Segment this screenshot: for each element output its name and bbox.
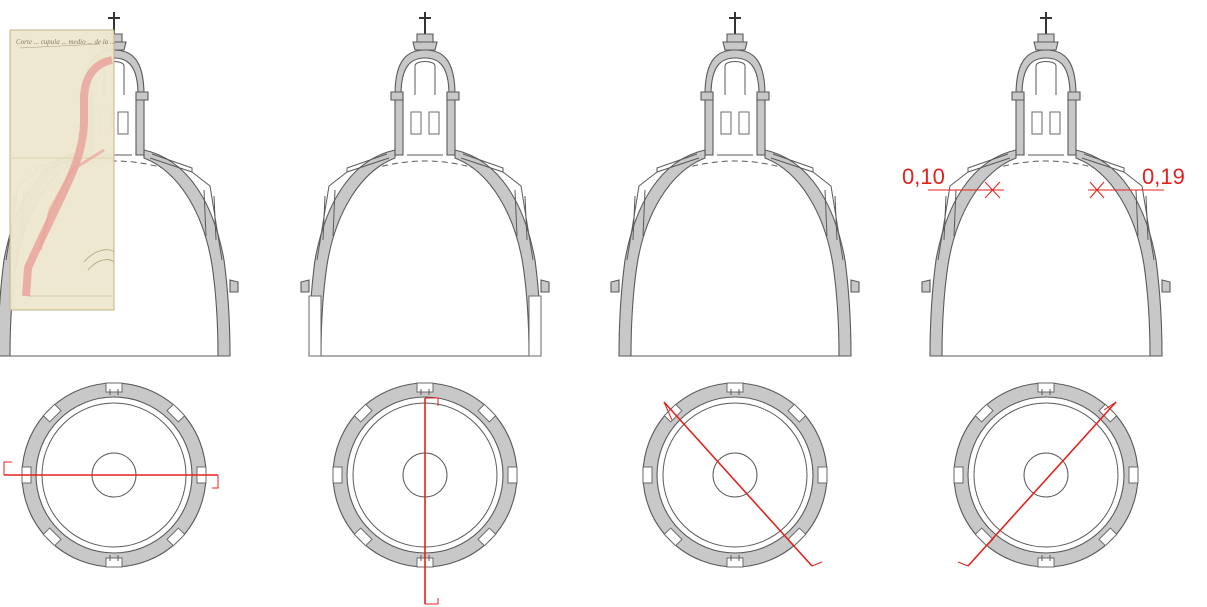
- dome-section-elevation: [610, 11, 860, 357]
- thickness-label-left: 0,10: [902, 164, 945, 189]
- dome-plan: [953, 382, 1139, 568]
- section-cut-line: [663, 401, 813, 567]
- manuscript-drawing: Corte ... cupula ... medio ... de la ...: [9, 29, 115, 311]
- panel-section-3: [610, 11, 860, 568]
- dome-plan: [642, 382, 828, 568]
- panel-section-2: [300, 11, 550, 605]
- panel-original-drawing: Corte ... cupula ... medio ... de la ...: [0, 11, 239, 568]
- manuscript-caption: Corte ... cupula ... medio ... de la ...: [16, 38, 115, 46]
- thickness-label-right: 0,19: [1142, 164, 1185, 189]
- dome-section-elevation: [300, 11, 550, 357]
- section-cut-line: [967, 401, 1117, 567]
- dome-section-elevation: [921, 11, 1171, 357]
- panel-section-4: 0,10 0,19: [902, 11, 1185, 568]
